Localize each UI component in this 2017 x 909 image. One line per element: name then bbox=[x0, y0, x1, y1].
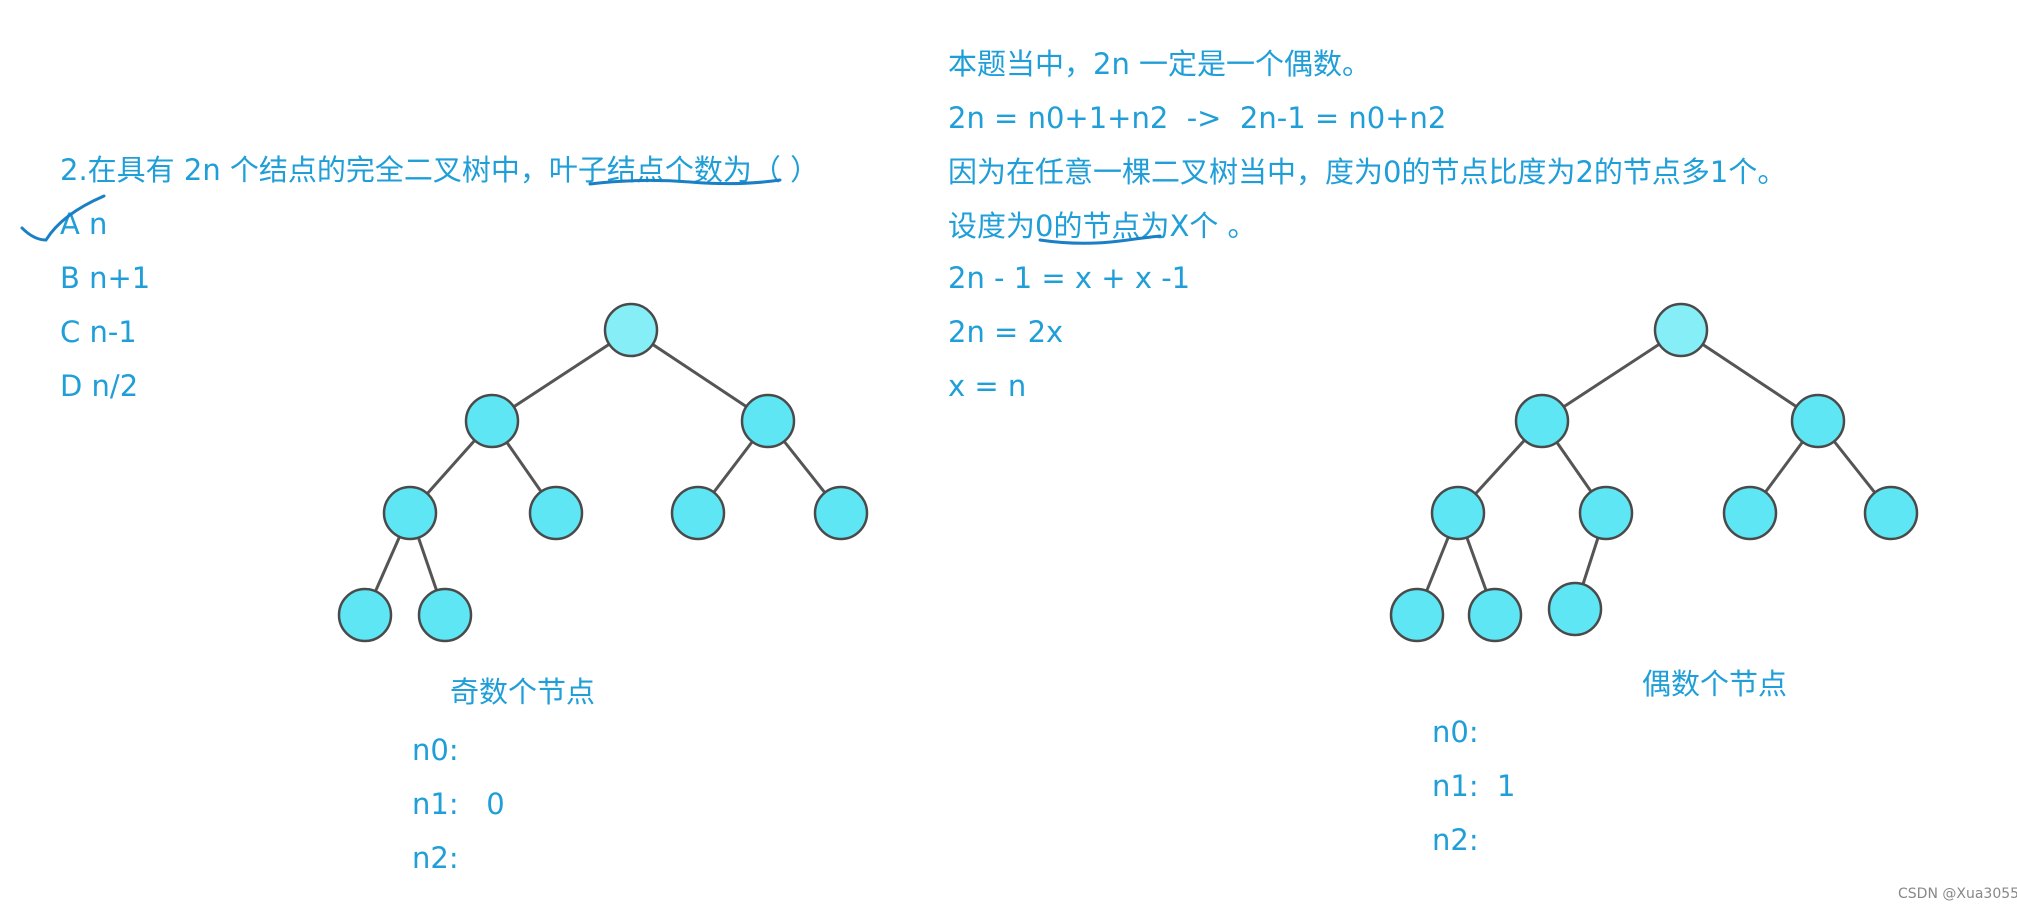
even-tree-caption: 偶数个节点 bbox=[1642, 667, 1788, 701]
solution-line-7: x = n bbox=[948, 369, 1027, 403]
solution-line-6: 2n = 2x bbox=[948, 315, 1064, 349]
tree-node bbox=[1514, 393, 1570, 449]
tree-node bbox=[1547, 581, 1603, 637]
checkmark-icon bbox=[20, 194, 106, 242]
even-tree-n1: n1: 1 bbox=[1432, 769, 1516, 803]
tree-node bbox=[337, 587, 393, 643]
tree-node bbox=[670, 485, 726, 541]
tree-node bbox=[528, 485, 584, 541]
tree-node bbox=[464, 393, 520, 449]
option-c: C n-1 bbox=[60, 315, 137, 349]
odd-tree-caption: 奇数个节点 bbox=[450, 675, 596, 709]
underline-degree-zero bbox=[1038, 234, 1162, 245]
tree-node-root bbox=[1653, 302, 1709, 358]
odd-tree-n0: n0: bbox=[412, 733, 459, 767]
solution-line-1: 本题当中，2n 一定是一个偶数。 bbox=[948, 47, 1372, 81]
tree-node bbox=[417, 587, 473, 643]
tree-node bbox=[1389, 587, 1445, 643]
solution-line-5: 2n - 1 = x + x -1 bbox=[948, 261, 1191, 295]
tree-node bbox=[1430, 485, 1486, 541]
option-b: B n+1 bbox=[60, 261, 151, 295]
solution-line-3: 因为在任意一棵二叉树当中，度为0的节点比度为2的节点多1个。 bbox=[948, 155, 1787, 189]
tree-edge bbox=[630, 328, 769, 423]
solution-line-4: 设度为0的节点为X个 。 bbox=[948, 209, 1257, 243]
odd-tree-n1: n1: 0 bbox=[412, 787, 505, 821]
tree-edge bbox=[491, 328, 632, 423]
question-stem: 2.在具有 2n 个结点的完全二叉树中，叶子结点个数为（ ） bbox=[60, 153, 820, 187]
tree-node bbox=[1790, 393, 1846, 449]
even-tree-n0: n0: bbox=[1432, 715, 1479, 749]
tree-node bbox=[1722, 485, 1778, 541]
tree-node bbox=[1467, 587, 1523, 643]
watermark: CSDN @Xua3055 bbox=[1898, 886, 2017, 902]
tree-node bbox=[813, 485, 869, 541]
tree-node-root bbox=[603, 302, 659, 358]
underline-leaf-count bbox=[588, 178, 782, 186]
tree-node bbox=[382, 485, 438, 541]
solution-line-2: 2n = n0+1+n2 -> 2n-1 = n0+n2 bbox=[948, 101, 1447, 135]
tree-node bbox=[1578, 485, 1634, 541]
tree-edge bbox=[1541, 328, 1682, 423]
option-d: D n/2 bbox=[60, 369, 139, 403]
tree-node bbox=[1863, 485, 1919, 541]
option-a: A n bbox=[60, 207, 108, 241]
tree-node bbox=[740, 393, 796, 449]
odd-tree-n2: n2: bbox=[412, 841, 459, 875]
tree-edge bbox=[1680, 328, 1819, 423]
even-tree-n2: n2: bbox=[1432, 823, 1479, 857]
